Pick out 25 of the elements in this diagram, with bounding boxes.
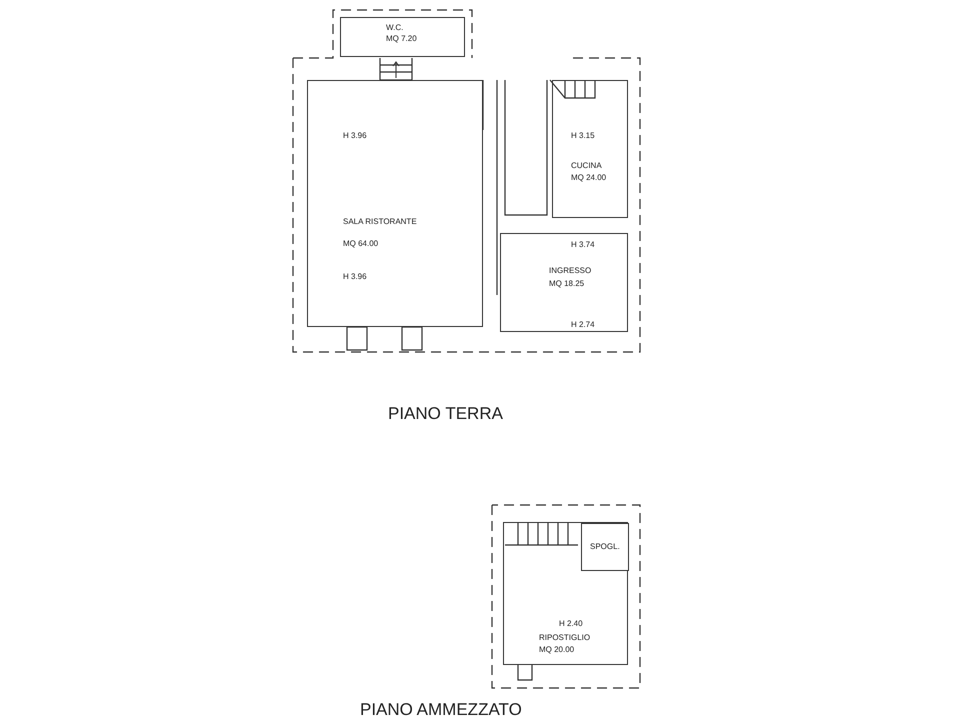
room-label: W.C. (386, 23, 404, 32)
room-label: H 3.96 (343, 272, 367, 281)
room-outline (340, 17, 465, 57)
room-label: INGRESSO (549, 266, 592, 275)
room-label: CUCINA (571, 161, 602, 170)
room-label: MQ 18.25 (549, 279, 584, 288)
room-label: H 3.96 (343, 131, 367, 140)
floor-title: PIANO AMMEZZATO (360, 700, 522, 720)
room-label: SALA RISTORANTE (343, 217, 417, 226)
room-label: MQ 24.00 (571, 173, 606, 182)
room-label: H 2.40 (559, 619, 583, 628)
room-outline (307, 80, 483, 327)
room-outline (500, 233, 628, 332)
room-outline (581, 523, 629, 571)
room-label: H 3.15 (571, 131, 595, 140)
room-label: RIPOSTIGLIO (539, 633, 590, 642)
room-label: MQ 7.20 (386, 34, 417, 43)
room-label: SPOGL. (590, 542, 620, 551)
floor-title: PIANO TERRA (388, 404, 503, 424)
room-label: H 2.74 (571, 320, 595, 329)
room-label: H 3.74 (571, 240, 595, 249)
room-outline (503, 522, 628, 665)
room-label: MQ 20.00 (539, 645, 574, 654)
room-outline (552, 80, 628, 218)
room-label: MQ 64.00 (343, 239, 378, 248)
